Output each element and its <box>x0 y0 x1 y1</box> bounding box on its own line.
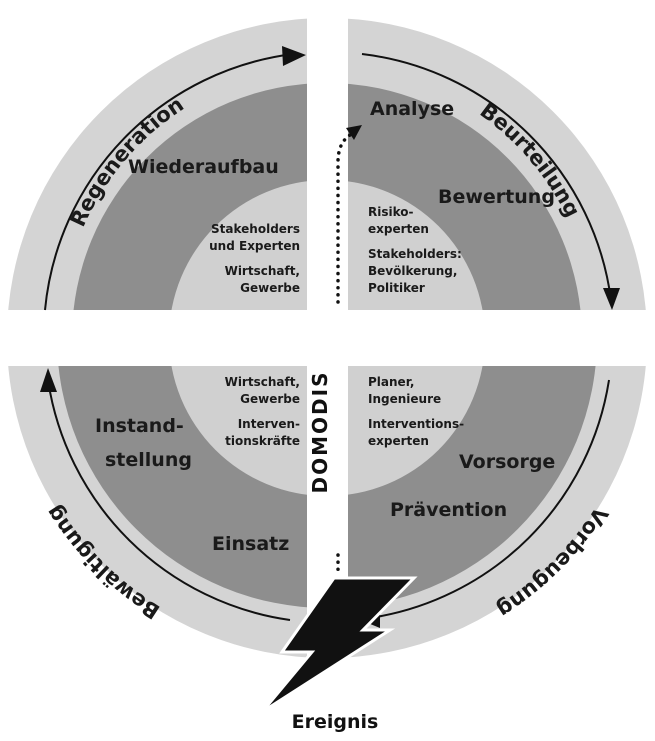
inner-tl-line-2: Wirtschaft, <box>225 264 300 278</box>
label-einsatz: Einsatz <box>212 533 289 555</box>
inner-bl-line-2: Interven- <box>238 417 300 431</box>
arrow-right-icon <box>282 46 306 66</box>
inner-bl-line-1: Gewerbe <box>240 392 300 406</box>
inner-tl-line-1: und Experten <box>209 239 300 253</box>
cycle-arrows <box>44 53 612 621</box>
arc-line-bottom-right <box>369 379 610 619</box>
quadrant-bottom-left <box>8 366 307 658</box>
arrow-up-right-icon <box>346 125 362 140</box>
inner-tl-line-3: Gewerbe <box>240 281 300 295</box>
arrow-down-icon <box>603 288 620 310</box>
inner-tl-line-0: Stakeholders <box>211 222 300 236</box>
inner-tr-line-3: Bevölkerung, <box>368 264 457 278</box>
inner-tr-line-4: Politiker <box>368 281 425 295</box>
domodis-dotted-path <box>336 133 352 574</box>
quadrant-top-right <box>348 18 646 310</box>
inner-br-line-3: experten <box>368 434 429 448</box>
label-analyse: Analyse <box>370 98 454 120</box>
label-praevention: Prävention <box>390 499 507 521</box>
inner-text-top-right: Risiko- experten Stakeholders: Bevölkeru… <box>368 205 462 295</box>
event-label: Ereignis <box>292 711 379 733</box>
inner-tr-line-0: Risiko- <box>368 205 414 219</box>
inner-disc-bottom-left <box>171 366 307 495</box>
arc-line-bottom-left <box>47 379 291 621</box>
inner-br-line-0: Planer, <box>368 375 414 389</box>
label-vorsorge: Vorsorge <box>459 451 555 473</box>
inner-bl-line-3: tionskräfte <box>225 434 300 448</box>
arc-line-top-right <box>361 53 612 301</box>
quadrant-top-left <box>8 18 307 310</box>
label-instandstellung-line1: Instand- <box>95 415 184 437</box>
inner-br-line-1: Ingenieure <box>368 392 441 406</box>
label-bewertung: Bewertung <box>438 186 555 208</box>
inner-tr-line-1: experten <box>368 222 429 236</box>
inner-br-line-2: Interventions- <box>368 417 464 431</box>
domodis-label: DOMODIS <box>308 371 332 494</box>
inner-tr-line-2: Stakeholders: <box>368 247 462 261</box>
inner-text-bottom-right: Planer, Ingenieure Interventions- expert… <box>368 375 464 448</box>
label-wiederaufbau: Wiederaufbau <box>128 156 279 178</box>
inner-disc-top-right <box>348 181 483 310</box>
inner-text-bottom-left: Wirtschaft, Gewerbe Interven- tionskräft… <box>225 375 300 448</box>
arrow-up-icon <box>40 368 57 392</box>
quadrant-bottom-right <box>348 366 646 658</box>
inner-disc-top-left <box>171 181 307 310</box>
arc-line-top-left <box>44 53 294 311</box>
label-instandstellung-line2: stellung <box>105 449 192 471</box>
inner-disc-bottom-right <box>348 366 483 495</box>
inner-bl-line-0: Wirtschaft, <box>225 375 300 389</box>
lightning-bolt-icon <box>260 576 418 714</box>
inner-text-top-left: Stakeholders und Experten Wirtschaft, Ge… <box>209 222 300 295</box>
dotted-line-upper <box>336 133 352 304</box>
